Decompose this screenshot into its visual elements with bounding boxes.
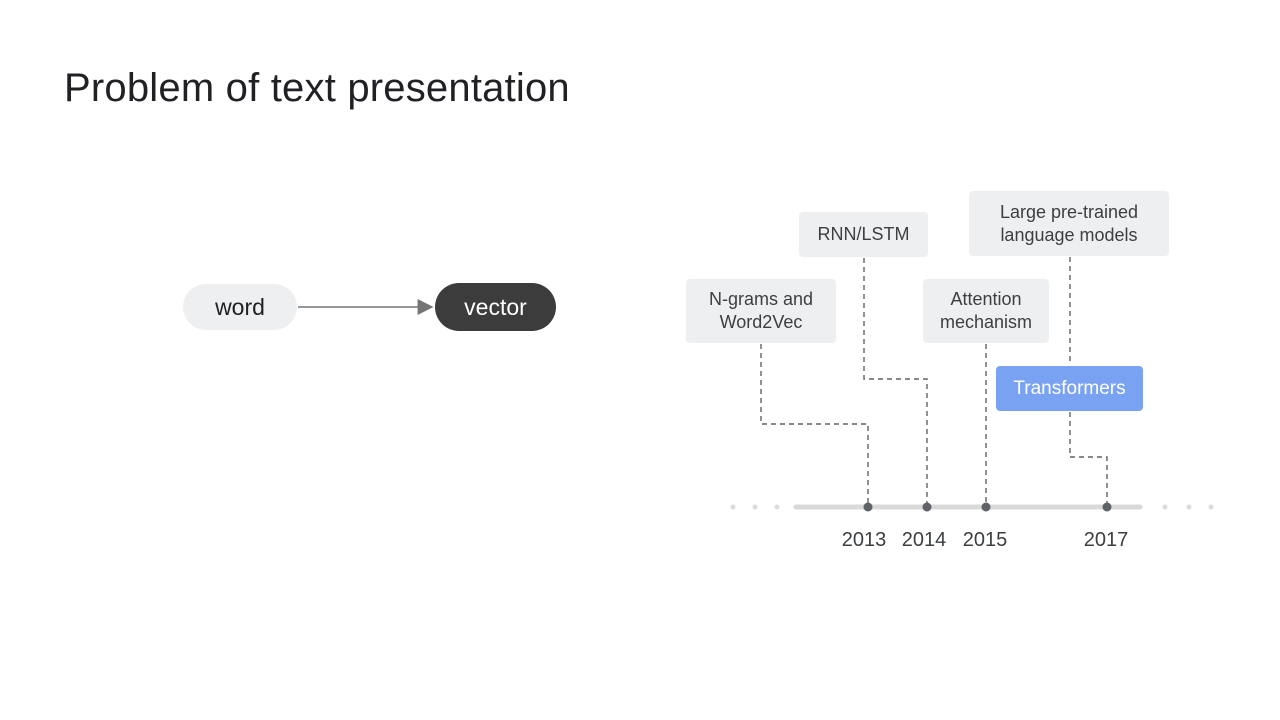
timeline-axis-dots-right [1162, 504, 1214, 510]
event-label: Transformers [1013, 378, 1126, 399]
timeline-marker-2014 [922, 502, 932, 512]
year-label-2014: 2014 [901, 529, 947, 551]
timeline-axis-dots-left [730, 504, 780, 510]
year-label-2017: 2017 [1083, 529, 1129, 551]
event-large-pretrained-models: Large pre-trained language models [969, 191, 1169, 256]
event-label: RNN/LSTM [817, 224, 910, 244]
timeline-marker-2015 [981, 502, 991, 512]
event-transformers: Transformers [996, 366, 1143, 411]
event-label: Attention mechanism [939, 289, 1033, 332]
event-attention-mechanism: Attention mechanism [923, 279, 1049, 343]
word-node: word [183, 284, 297, 330]
connector-transformers [1069, 412, 1108, 506]
year-label-2015: 2015 [962, 529, 1008, 551]
event-label: Large pre-trained language models [999, 201, 1139, 245]
connector-ngrams [760, 344, 869, 506]
event-ngrams-word2vec: N-grams and Word2Vec [686, 279, 836, 343]
connector-rnn [863, 258, 928, 506]
vector-node: vector [435, 283, 556, 331]
timeline-marker-2013 [863, 502, 873, 512]
year-label-2013: 2013 [841, 529, 887, 551]
event-label: N-grams and Word2Vec [708, 289, 814, 332]
slide-title: Problem of text presentation [64, 66, 570, 110]
event-rnn-lstm: RNN/LSTM [799, 212, 928, 257]
timeline-marker-2017 [1102, 502, 1112, 512]
